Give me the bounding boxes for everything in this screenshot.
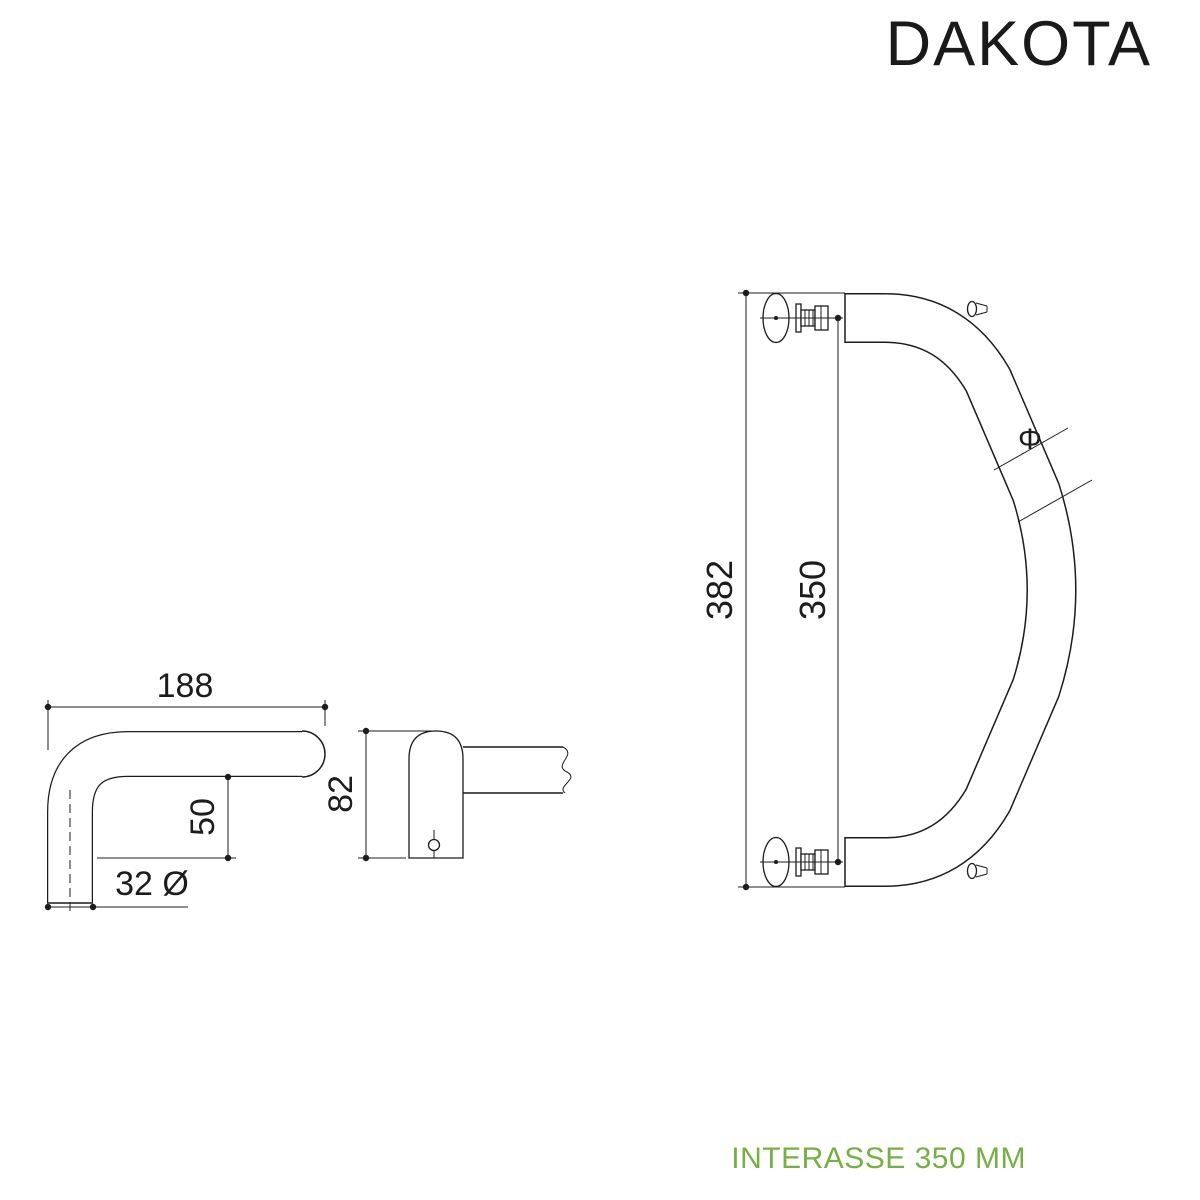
dim-82-label: 82: [322, 775, 360, 813]
dim-188-label: 188: [157, 667, 214, 705]
dim-phi-label: Φ: [1018, 423, 1042, 456]
dim-32-label: 32 Ø: [115, 865, 189, 903]
dim-tube-diameter-front: Φ: [993, 423, 1093, 523]
dim-tube-diameter-top: 32 Ø: [44, 865, 189, 911]
dim-382-label: 382: [699, 560, 740, 620]
grub-screw-top: [966, 300, 988, 318]
dim-50-label: 50: [184, 798, 222, 836]
handle-post-side: [408, 730, 572, 859]
tube-break-line: [561, 746, 572, 794]
dim-350-label: 350: [792, 560, 833, 620]
front-view: 382 350 Φ: [699, 289, 1093, 891]
grub-screw-bottom: [966, 862, 988, 880]
dim-overall-height: 382: [699, 289, 845, 891]
handle-tube-front: [844, 293, 1077, 887]
top-view: 188 50 32 Ø: [44, 667, 329, 915]
dim-offset: 50: [97, 773, 236, 862]
handle-tube-top: [47, 730, 326, 915]
dim-projection-width: 188: [44, 667, 329, 750]
dim-projection-depth: 82: [322, 727, 433, 862]
dim-centers-distance: 350: [760, 314, 843, 866]
side-view: 82: [322, 727, 572, 862]
footer-note: INTERASSE 350 MM: [731, 1142, 1026, 1175]
product-title: DAKOTA: [885, 9, 1152, 79]
screw-hole: [427, 838, 441, 852]
